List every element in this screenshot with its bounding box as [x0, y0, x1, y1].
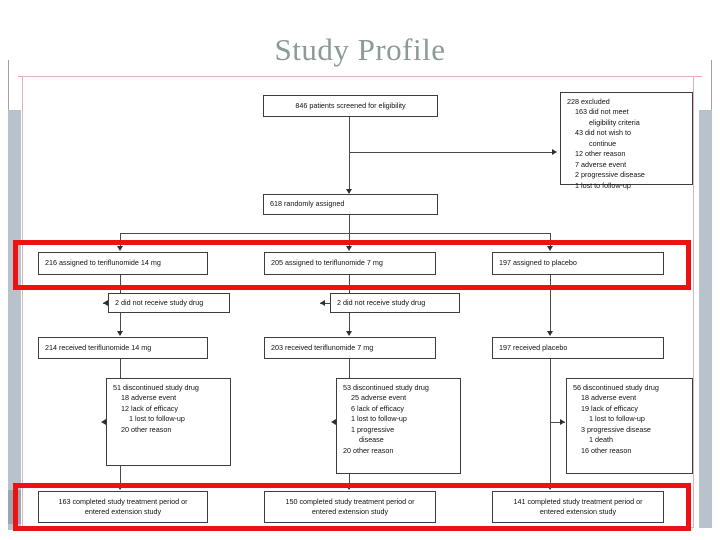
assigned-placebo-label: 197 assigned to placebo: [499, 258, 577, 268]
box-discontinued-14mg: 51 discontinued study drug 18 adverse ev…: [106, 378, 231, 466]
box-randomized: 618 randomly assigned: [263, 194, 438, 215]
excluded-item: 12 other reason: [575, 149, 626, 159]
arrow-into-discontinued-placebo: [560, 419, 565, 425]
box-discontinued-7mg: 53 discontinued study drug 25 adverse ev…: [336, 378, 461, 474]
connector-placebo-to-disc: [550, 422, 565, 423]
box-received-7mg: 203 received teriflunomide 7 mg: [264, 337, 436, 359]
left-edge-tick: [8, 60, 9, 112]
disc-placebo-header: 56 discontinued study drug: [573, 383, 659, 392]
disc-7mg-item: 20 other reason: [343, 445, 394, 455]
disc-placebo-item: 1 lost to follow-up: [589, 414, 645, 424]
box-screened: 846 patients screened for eligibility: [263, 95, 438, 117]
connector-placebo-assigned-to-received: [550, 275, 551, 335]
excluded-item: 43 did not wish to: [575, 128, 631, 138]
arrow-into-received-placebo: [547, 331, 553, 336]
received-placebo-label: 197 received placebo: [499, 342, 568, 352]
disc-placebo-item: 3 progressive disease: [581, 424, 651, 434]
box-received-14mg: 214 received teriflunomide 14 mg: [38, 337, 208, 359]
assigned-14mg-label: 216 assigned to teriflunomide 14 mg: [45, 258, 161, 268]
disc-7mg-item: 25 adverse event: [351, 393, 407, 403]
connector-screened-to-randomized: [349, 117, 350, 193]
not-received-14mg-label: 2 did not receive study drug: [115, 297, 204, 307]
excluded-item: continue: [589, 138, 617, 148]
disc-placebo-item: 1 death: [589, 435, 613, 445]
box-completed-placebo: 141 completed study treatment period or …: [492, 491, 664, 523]
completed-14mg-line1: 163 completed study treatment period or: [58, 496, 188, 506]
completed-placebo-line2: entered extension study: [539, 507, 617, 516]
excluded-item: eligibility criteria: [589, 117, 640, 127]
box-received-placebo: 197 received placebo: [492, 337, 664, 359]
disc-7mg-item: 1 progressive: [351, 424, 395, 434]
arrow-into-completed-placebo: [547, 485, 553, 490]
excluded-item: 163 did not meet: [575, 107, 629, 117]
box-assigned-7mg: 205 assigned to teriflunomide 7 mg: [264, 252, 436, 275]
disc-14mg-item: 18 adverse event: [121, 393, 177, 403]
box-assigned-placebo: 197 assigned to placebo: [492, 252, 664, 275]
completed-14mg-line2: entered extension study: [84, 507, 162, 516]
connector-to-excluded: [349, 152, 552, 153]
box-assigned-14mg: 216 assigned to teriflunomide 14 mg: [38, 252, 208, 275]
disc-placebo-item: 19 lack of efficacy: [581, 403, 638, 413]
box-completed-14mg: 163 completed study treatment period or …: [38, 491, 208, 523]
arrow-into-received-14mg: [117, 331, 123, 336]
arrow-into-completed-7mg: [346, 485, 352, 490]
completed-7mg-line2: entered extension study: [311, 507, 389, 516]
left-scrollbar-decoration: [8, 110, 21, 530]
right-edge-tick: [711, 60, 712, 112]
arrow-into-assigned-14mg: [117, 246, 123, 251]
received-14mg-label: 214 received teriflunomide 14 mg: [45, 342, 152, 352]
not-received-7mg-label: 2 did not receive study drug: [337, 297, 426, 307]
disc-14mg-item: 12 lack of efficacy: [121, 403, 178, 413]
disc-7mg-item: disease: [359, 435, 384, 445]
disc-14mg-item: 20 other reason: [121, 424, 172, 434]
left-scrollbar-thumb: [8, 490, 21, 524]
excluded-item: 1 lost to follow-up: [575, 180, 631, 190]
excluded-item: 2 progressive disease: [575, 170, 645, 180]
box-not-received-14mg: 2 did not receive study drug: [108, 293, 230, 313]
arrow-into-assigned-7mg: [346, 246, 352, 251]
connector-placebo-received-to-completed: [550, 359, 551, 489]
disc-placebo-item: 16 other reason: [581, 445, 632, 455]
box-not-received-7mg: 2 did not receive study drug: [330, 293, 460, 313]
box-screened-label: 846 patients screened for eligibility: [295, 100, 406, 110]
disc-14mg-header: 51 discontinued study drug: [113, 383, 199, 392]
connector-randomized-down: [349, 215, 350, 233]
disc-7mg-item: 1 lost to follow-up: [351, 414, 407, 424]
arrow-into-excluded: [552, 149, 557, 155]
excluded-item: 7 adverse event: [575, 159, 627, 169]
completed-7mg-line1: 150 completed study treatment period or: [285, 496, 415, 506]
received-7mg-label: 203 received teriflunomide 7 mg: [271, 342, 374, 352]
disc-7mg-header: 53 discontinued study drug: [343, 383, 429, 392]
arrow-into-received-7mg: [346, 331, 352, 336]
arrow-into-completed-14mg: [117, 485, 123, 490]
connector-split-bus: [120, 233, 550, 234]
completed-placebo-line1: 141 completed study treatment period or: [513, 496, 643, 506]
page-title: Study Profile: [274, 32, 446, 67]
excluded-header: 228 excluded: [567, 97, 610, 106]
arrow-into-not-received-7mg: [320, 300, 325, 306]
disc-14mg-item: 1 lost to follow-up: [129, 414, 185, 424]
right-scrollbar-decoration: [699, 110, 712, 528]
arrow-into-randomized: [346, 189, 352, 194]
assigned-7mg-label: 205 assigned to teriflunomide 7 mg: [271, 258, 383, 268]
box-randomized-label: 618 randomly assigned: [270, 199, 345, 209]
box-excluded: 228 excluded 163 did not meet eligibilit…: [560, 92, 693, 190]
disc-7mg-item: 6 lack of efficacy: [351, 403, 405, 413]
box-discontinued-placebo: 56 discontinued study drug 18 adverse ev…: [566, 378, 693, 474]
arrow-into-assigned-placebo: [547, 246, 553, 251]
disc-placebo-item: 18 adverse event: [581, 393, 637, 403]
box-completed-7mg: 150 completed study treatment period or …: [264, 491, 436, 523]
